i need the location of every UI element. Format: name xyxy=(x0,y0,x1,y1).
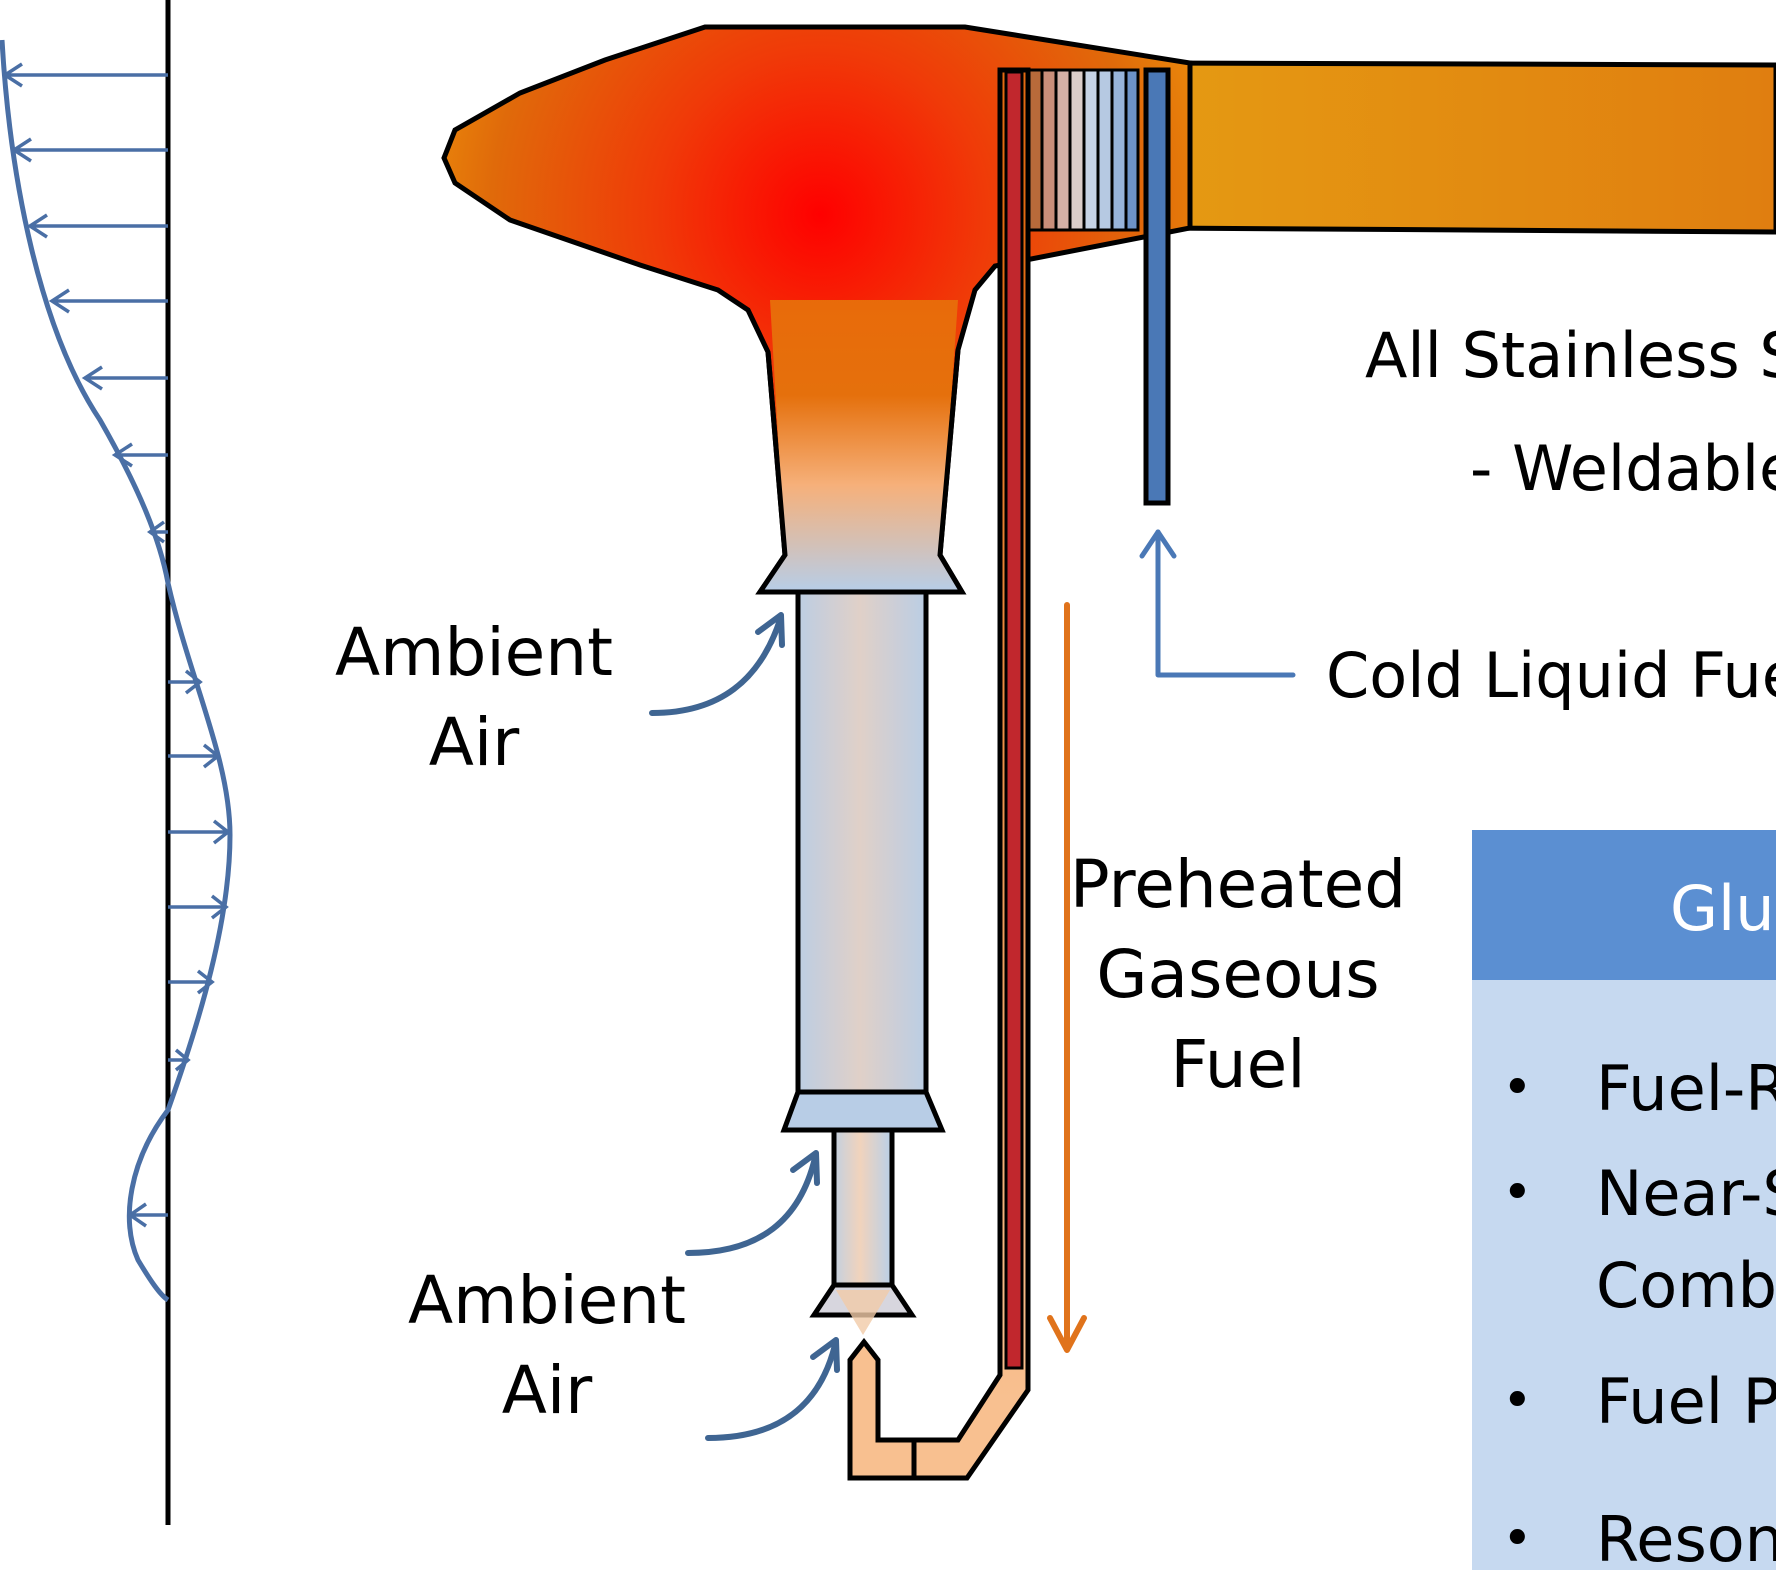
ambient-air-lower-label-line2: Air xyxy=(502,1352,593,1429)
bullet-dot: • xyxy=(1502,1163,1533,1223)
injector-tube xyxy=(831,1127,895,1288)
pressure-wave-profile xyxy=(0,0,233,1525)
combustion-neck xyxy=(760,300,962,592)
cold-liquid-fuel-label: Cold Liquid Fue xyxy=(1326,639,1776,712)
ambient-air-upper-label-line2: Air xyxy=(429,704,520,781)
feature-panel-header: Glu xyxy=(1670,872,1775,945)
feature-panel-body xyxy=(1472,980,1776,1570)
feature-panel: Glu • Fuel-R • Near-S Comb • Fuel P • Re… xyxy=(1472,830,1776,1570)
bullet-dot: • xyxy=(1502,1509,1533,1569)
bullet-dot: • xyxy=(1502,1371,1533,1431)
preheated-fuel-label-line1: Preheated xyxy=(1070,846,1406,923)
ambient-air-upper-label-line1: Ambient xyxy=(335,614,613,691)
tailpipe xyxy=(1157,60,1776,235)
weldable-label: - Weldable xyxy=(1470,432,1776,505)
ambient-air-arrow-upper xyxy=(649,617,783,716)
pressure-wave-curve xyxy=(0,39,233,1303)
cold-fuel-arrow xyxy=(1155,529,1296,678)
wave-arrows xyxy=(1,62,231,1228)
preheated-fuel-label-line3: Fuel xyxy=(1170,1026,1305,1103)
ambient-air-arrow-lower xyxy=(685,1155,818,1256)
flow-arrows xyxy=(649,529,1296,1441)
fuel-injector-nozzle xyxy=(847,1337,917,1481)
stainless-steel-label: All Stainless S xyxy=(1365,319,1776,392)
bullet-item-continuation: Comb xyxy=(1596,1249,1776,1322)
preheated-fuel-label-line2: Gaseous xyxy=(1096,936,1379,1013)
pulsejet-engine xyxy=(441,24,1776,1481)
preheated-fuel-line-hot xyxy=(1004,70,1024,1370)
ambient-air-arrow-bottom xyxy=(705,1342,838,1441)
bullet-item: Reson xyxy=(1596,1503,1776,1570)
intake-flare-upper xyxy=(780,1089,946,1133)
fuel-jet-cone xyxy=(836,1290,890,1335)
bullet-dot: • xyxy=(1502,1058,1533,1118)
diagram-labels: Ambient Air Ambient Air Preheated Gaseou… xyxy=(335,319,1776,1429)
cold-fuel-line xyxy=(1143,67,1171,506)
ambient-air-lower-label-line1: Ambient xyxy=(408,1262,686,1339)
bullet-item: Near-S xyxy=(1596,1157,1776,1230)
bullet-item: Fuel P xyxy=(1596,1365,1776,1438)
intake-mixing-tube xyxy=(795,589,929,1095)
feature-panel-header-bg xyxy=(1472,830,1776,980)
bullet-item: Fuel-R xyxy=(1596,1052,1776,1125)
